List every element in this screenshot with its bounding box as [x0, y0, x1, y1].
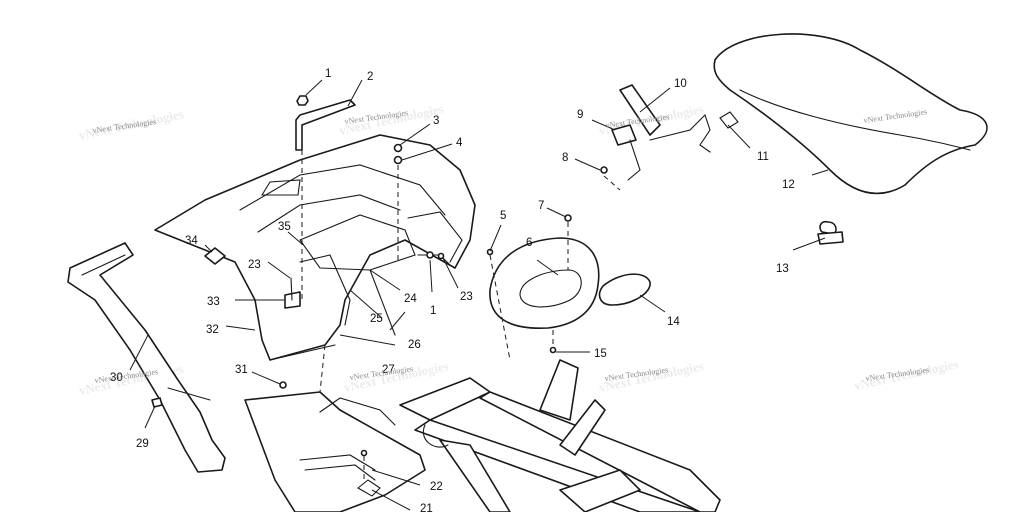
washer [393, 143, 403, 153]
frame-cross [559, 469, 641, 512]
frame-bushing [422, 424, 449, 448]
screw [564, 214, 572, 222]
latch-spring [719, 111, 739, 129]
clip [151, 397, 163, 408]
footwell [244, 391, 426, 512]
fender-well [257, 194, 401, 233]
frame-tube [399, 377, 491, 421]
bolt [290, 277, 293, 301]
screw [360, 449, 368, 457]
screw [600, 166, 608, 174]
grommet [549, 346, 557, 354]
latch-rod [649, 113, 711, 153]
footwell-grommet [357, 479, 381, 497]
footwell-panel [244, 391, 426, 512]
callout-29: 29 [136, 438, 149, 450]
callout-3: 3 [433, 115, 439, 127]
callout-7: 7 [538, 200, 544, 212]
callout-27: 27 [382, 364, 395, 376]
seat [713, 33, 988, 245]
callout-2: 2 [367, 71, 373, 83]
fender-flap [407, 211, 463, 263]
callout-30: 30 [110, 372, 123, 384]
leader-lines [129, 79, 829, 511]
mud-flap-body [67, 242, 226, 473]
latch-hook [627, 139, 641, 181]
washer [393, 155, 403, 165]
bracket [295, 99, 356, 151]
hardware [151, 95, 608, 457]
fender-body [154, 134, 476, 361]
nut [296, 95, 309, 106]
frame-upright [539, 359, 579, 421]
screw [279, 381, 287, 389]
grab-handle [598, 273, 651, 306]
callout-25: 25 [370, 313, 383, 325]
seat-pad [489, 237, 651, 329]
callout-12: 12 [782, 179, 795, 191]
frame-brace [559, 399, 606, 456]
callout-34: 34 [185, 235, 198, 247]
fender-lip [269, 344, 336, 361]
pad-body [489, 237, 600, 329]
pad-recess [519, 269, 582, 308]
callout-6: 6 [526, 237, 532, 249]
seat-bumper-knob [819, 220, 837, 235]
callout-10: 10 [674, 78, 687, 90]
callout-8: 8 [562, 152, 568, 164]
callout-22: 22 [430, 481, 443, 493]
seat-cushion [713, 33, 988, 195]
fender-ridge [239, 164, 446, 216]
fender-seam [369, 269, 396, 336]
rear-fender [154, 134, 476, 361]
callout-32: 32 [206, 324, 219, 336]
footwell-ribs [299, 454, 376, 471]
callout-1: 1 [325, 68, 331, 80]
callout-1-lower: 1 [430, 305, 436, 317]
frame-rail [479, 391, 721, 512]
latch-bracket [619, 84, 661, 136]
callout-35: 35 [278, 221, 291, 233]
callout-21: 21 [420, 503, 433, 512]
frame [399, 359, 721, 512]
mud-flap-fold [167, 387, 211, 401]
mud-flap-fold [81, 254, 126, 276]
callout-14: 14 [667, 316, 680, 328]
frame-leg [439, 439, 511, 512]
callout-5: 5 [500, 210, 506, 222]
callouts: 1 2 3 4 5 6 7 8 9 10 11 12 13 14 15 21 2… [110, 68, 795, 512]
callout-23-left: 23 [248, 259, 261, 271]
seat-crease [739, 89, 971, 151]
washer [426, 251, 434, 259]
callout-26: 26 [408, 339, 421, 351]
fender-inner-edge [299, 254, 351, 326]
washer [437, 252, 445, 260]
callout-4: 4 [456, 137, 463, 149]
callout-15: 15 [594, 348, 607, 360]
callout-13: 13 [776, 263, 789, 275]
footwell-ribs [304, 464, 376, 481]
fender-tab [261, 179, 301, 196]
callout-11: 11 [757, 151, 769, 163]
mud-flap [67, 242, 226, 473]
bumper-pad [204, 247, 226, 265]
callout-9: 9 [577, 109, 583, 121]
seat-latch [611, 84, 739, 181]
fender-tray [299, 214, 416, 271]
callout-23-right: 23 [460, 291, 473, 303]
footwell-rim [319, 397, 396, 426]
seat-bumper-base [817, 231, 844, 245]
callout-31: 31 [235, 364, 248, 376]
callout-24: 24 [404, 293, 417, 305]
callout-33: 33 [207, 296, 220, 308]
screw [486, 248, 494, 256]
